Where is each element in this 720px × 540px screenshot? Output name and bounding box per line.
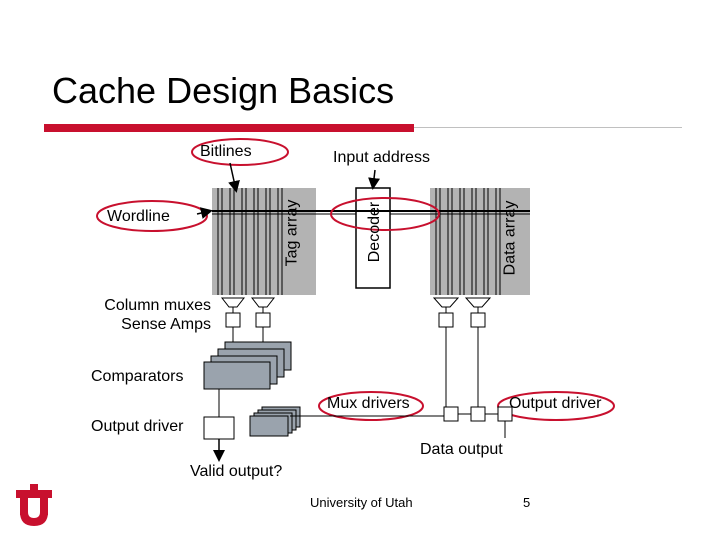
title-accent-bar xyxy=(44,124,414,132)
decoder-label: Decoder xyxy=(366,201,384,263)
footer-institution: University of Utah xyxy=(310,495,413,510)
title-divider-line xyxy=(414,127,682,128)
output-driver-left-label: Output driver xyxy=(91,418,184,435)
comparators-label: Comparators xyxy=(91,368,184,385)
valid-output-label: Valid output? xyxy=(190,463,283,480)
wordline-arrow xyxy=(196,207,213,219)
sense-amps-label: Sense Amps xyxy=(121,316,211,333)
bitlines-label: Bitlines xyxy=(200,143,252,160)
data-array-label: Data array xyxy=(501,200,519,276)
decoder-box xyxy=(355,187,391,289)
mux-drivers-highlight xyxy=(318,391,424,421)
input-address-arrow xyxy=(368,169,381,190)
tag-array-label: Tag array xyxy=(283,199,301,267)
bitlines-highlight xyxy=(191,138,289,166)
comparators xyxy=(203,341,292,390)
input-address-label: Input address xyxy=(333,149,430,166)
column-muxes-sense-amps-label: Column muxes Sense Amps xyxy=(90,296,211,334)
output-driver-left-box xyxy=(203,416,235,440)
mux-drivers-label: Mux drivers xyxy=(327,395,410,412)
slide-title: Cache Design Basics xyxy=(52,70,395,111)
decoder-highlight xyxy=(330,197,440,231)
tag-column-muxes xyxy=(220,297,276,345)
column-muxes-label: Column muxes xyxy=(104,297,211,314)
university-of-utah-u-logo xyxy=(16,484,52,526)
output-driver-highlight xyxy=(497,391,615,421)
bitlines-arrow xyxy=(228,162,240,193)
data-output-path xyxy=(443,406,513,438)
mux-drivers xyxy=(249,406,444,437)
tag-array xyxy=(212,188,316,295)
data-array xyxy=(430,188,530,295)
page-number: 5 xyxy=(523,495,531,510)
data-column-muxes xyxy=(432,297,492,407)
data-output-label: Data output xyxy=(420,441,503,458)
output-driver-right-label: Output driver xyxy=(509,395,602,412)
wordline-label: Wordline xyxy=(107,208,170,225)
